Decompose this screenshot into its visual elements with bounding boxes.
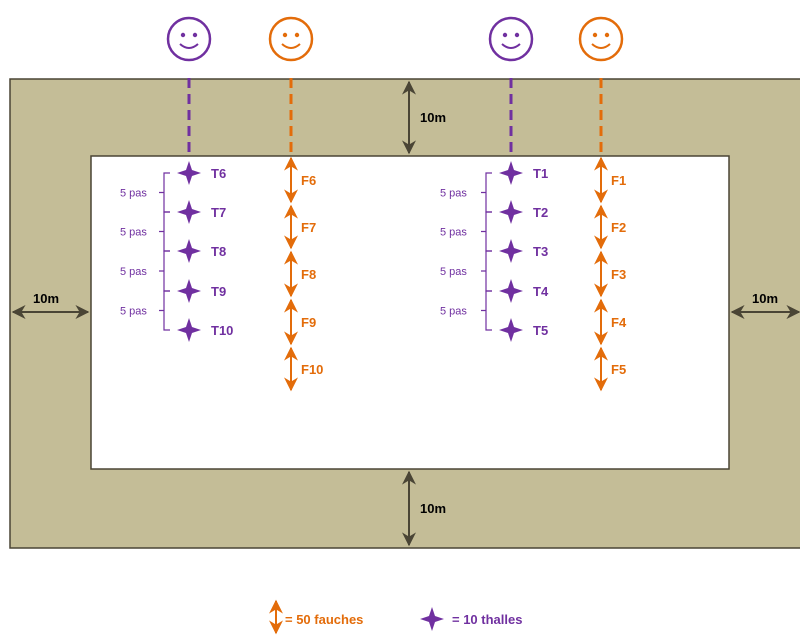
four-point-star-icon xyxy=(177,200,201,224)
four-point-star-icon xyxy=(499,318,523,342)
spacing-brace xyxy=(481,290,492,331)
fauche-label: F6 xyxy=(301,173,316,188)
thalle-label: T5 xyxy=(533,323,548,338)
four-point-star-icon xyxy=(499,200,523,224)
spacing-label: 5 pas xyxy=(440,188,467,200)
thalle-label: T1 xyxy=(533,166,548,181)
spacing-brace xyxy=(159,290,170,331)
distance-top-label: 10m xyxy=(420,110,446,125)
smiley-icon xyxy=(166,16,212,62)
spacing-label: 5 pas xyxy=(120,266,147,278)
thalle-label: T8 xyxy=(211,244,226,259)
spacing-label: 5 pas xyxy=(120,306,147,318)
fauche-label: F1 xyxy=(611,173,626,188)
four-point-star-icon xyxy=(177,318,201,342)
four-point-star-icon xyxy=(177,239,201,263)
smiley-icon xyxy=(488,16,534,62)
distance-bottom-label: 10m xyxy=(420,501,446,516)
fauche-label: F9 xyxy=(301,315,316,330)
thalle-label: T6 xyxy=(211,166,226,181)
spacing-label: 5 pas xyxy=(120,188,147,200)
fauche-label: F3 xyxy=(611,267,626,282)
spacing-label: 5 pas xyxy=(120,227,147,239)
four-point-star-icon xyxy=(499,279,523,303)
thalle-label: T4 xyxy=(533,284,549,299)
distance-bottom: 10m xyxy=(402,470,446,547)
sampling-area xyxy=(90,155,730,470)
four-point-star-icon xyxy=(499,161,523,185)
spacing-label: 5 pas xyxy=(440,227,467,239)
distance-top: 10m xyxy=(402,80,446,155)
legend-fauches-label: = 50 fauches xyxy=(285,612,363,627)
thalle-label: T10 xyxy=(211,323,233,338)
spacing-label: 5 pas xyxy=(440,266,467,278)
fauche-label: F5 xyxy=(611,362,626,377)
fauche-label: F10 xyxy=(301,362,323,377)
four-point-star-icon xyxy=(177,161,201,185)
distance-right: 10m xyxy=(730,291,800,319)
thalle-label: T7 xyxy=(211,205,226,220)
distance-left-label: 10m xyxy=(33,291,59,306)
fauche-label: F7 xyxy=(301,220,316,235)
thalle-label: T3 xyxy=(533,244,548,259)
distance-left: 10m xyxy=(11,291,90,319)
fauche-label: F2 xyxy=(611,220,626,235)
fauche-label: F4 xyxy=(611,315,627,330)
four-point-star-icon xyxy=(499,239,523,263)
legend-thalles-label: = 10 thalles xyxy=(452,612,522,627)
four-point-star-icon xyxy=(177,279,201,303)
four-point-star-icon xyxy=(420,607,444,631)
smiley-icon xyxy=(578,16,624,62)
smiley-icon xyxy=(268,16,314,62)
thalle-label: T2 xyxy=(533,205,548,220)
spacing-label: 5 pas xyxy=(440,306,467,318)
fauche-label: F8 xyxy=(301,267,316,282)
distance-right-label: 10m xyxy=(752,291,778,306)
thalle-label: T9 xyxy=(211,284,226,299)
